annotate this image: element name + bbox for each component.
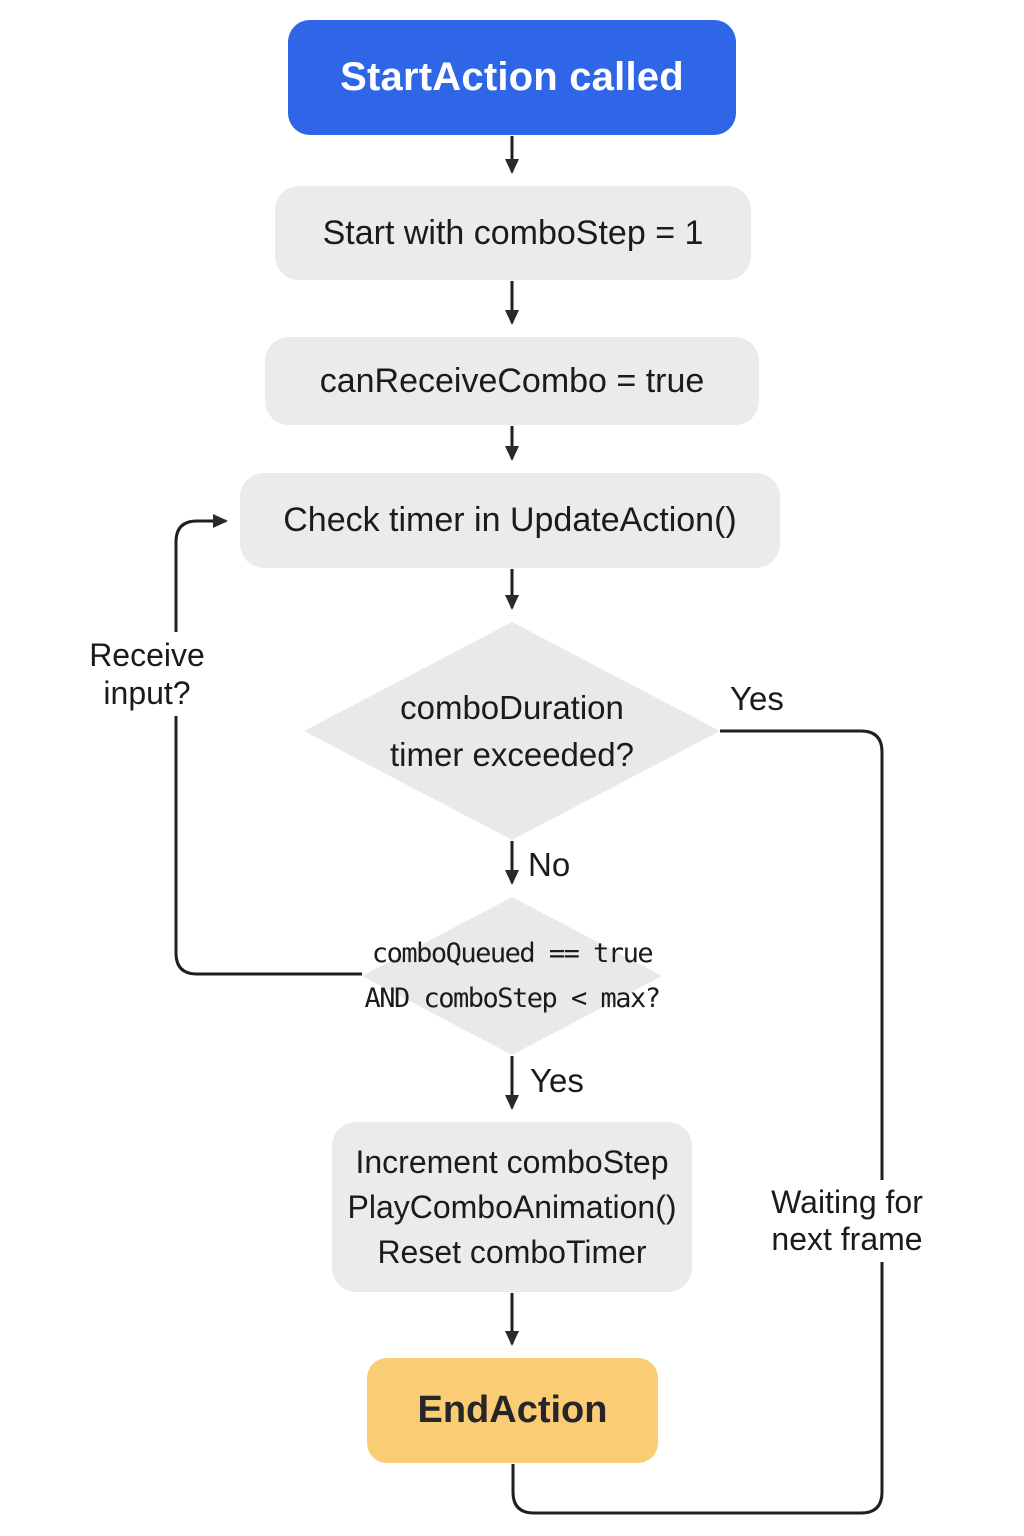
node-combo-action: Increment comboStep PlayComboAnimation()… bbox=[332, 1122, 692, 1292]
decision-combo-queued-label: comboQueued == true AND comboStep < max? bbox=[312, 897, 712, 1055]
node-init-combo-step: Start with comboStep = 1 bbox=[275, 186, 751, 280]
edge-timer-yes-to-end bbox=[511, 729, 884, 1515]
edge-label-waiting-next-frame-line2: next frame bbox=[771, 1221, 923, 1257]
decision-timer-exceeded-label: comboDuration timer exceeded? bbox=[304, 622, 720, 840]
node-start-action: StartAction called bbox=[288, 20, 736, 135]
edge-label-waiting-next-frame: Waiting for next frame bbox=[744, 1180, 950, 1262]
decision-timer-exceeded-line2: timer exceeded? bbox=[390, 736, 634, 773]
node-end-action-label: EndAction bbox=[417, 1389, 608, 1431]
node-check-timer-label: Check timer in UpdateAction() bbox=[283, 501, 737, 539]
node-start-action-label: StartAction called bbox=[340, 55, 684, 99]
node-combo-action-line3: Reset comboTimer bbox=[377, 1233, 647, 1270]
edge-label-receive-input-line1: Receive bbox=[89, 637, 205, 673]
edge-label-timer-yes: Yes bbox=[730, 680, 784, 717]
node-can-receive-combo: canReceiveCombo = true bbox=[265, 337, 759, 425]
node-check-timer: Check timer in UpdateAction() bbox=[240, 473, 780, 568]
node-can-receive-combo-label: canReceiveCombo = true bbox=[319, 361, 705, 400]
edge-label-timer-no: No bbox=[528, 846, 571, 883]
edge-label-receive-input: Receive input? bbox=[72, 632, 222, 716]
edge-label-waiting-next-frame-line1: Waiting for bbox=[771, 1184, 923, 1220]
node-combo-action-line2: PlayComboAnimation() bbox=[347, 1188, 677, 1225]
edge-receive-input-loop bbox=[174, 514, 362, 976]
decision-combo-queued-line1: comboQueued == true bbox=[371, 938, 654, 969]
node-combo-action-line1: Increment comboStep bbox=[355, 1143, 669, 1180]
node-init-combo-step-label: Start with comboStep = 1 bbox=[322, 213, 704, 252]
decision-combo-queued-line2: AND comboStep < max? bbox=[364, 983, 661, 1014]
edge-label-queue-yes: Yes bbox=[530, 1062, 584, 1099]
node-end-action: EndAction bbox=[367, 1358, 658, 1463]
edge-label-receive-input-line2: input? bbox=[103, 675, 191, 711]
decision-timer-exceeded-line1: comboDuration bbox=[400, 689, 624, 726]
